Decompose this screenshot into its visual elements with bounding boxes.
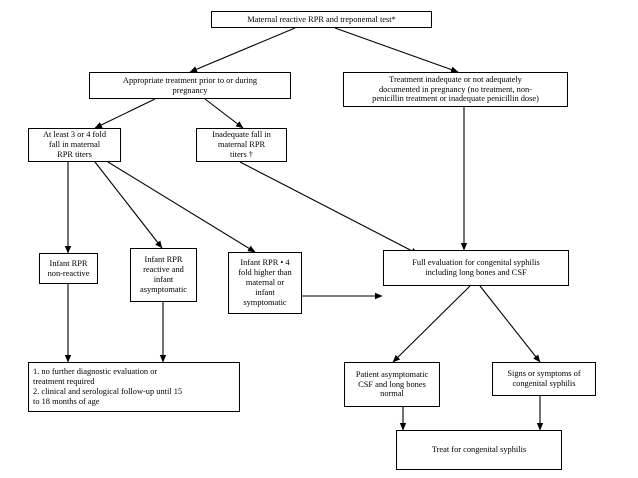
arrow-evaluation-to-signs-symptoms: [479, 285, 541, 363]
full-evaluation-node: Full evaluation for congenital syphilis …: [383, 250, 569, 286]
arrow-test-to-inadequate-treatment: [334, 27, 459, 73]
arrow-test-to-appropriate: [189, 27, 296, 73]
arrow-fold-fall-to-fourfold: [107, 161, 256, 253]
arrow-inadequate-fall-to-evaluation: [239, 161, 419, 255]
fold-fall-node: At least 3 or 4 fold fall in maternal RP…: [28, 128, 121, 162]
infant-reactive-asymptomatic-node: Infant RPR reactive and infant asymptoma…: [130, 248, 197, 302]
patient-asymptomatic-node: Patient asymptomatic CSF and long bones …: [344, 362, 440, 407]
inadequate-treatment-node: Treatment inadequate or not adequately d…: [343, 72, 568, 107]
maternal-test-node: Maternal reactive RPR and treponemal tes…: [211, 11, 432, 28]
arrow-evaluation-to-patient-asymptomatic: [392, 285, 471, 363]
appropriate-treatment-node: Appropriate treatment prior to or during…: [89, 72, 291, 99]
arrow-fold-fall-to-reactive-asymptomatic: [94, 161, 163, 249]
inadequate-fall-node: Inadequate fall in maternal RPR titers †: [196, 128, 287, 162]
infant-fourfold-node: Infant RPR • 4 fold higher than maternal…: [228, 252, 302, 314]
arrow-appropriate-to-fold-fall: [94, 98, 156, 129]
treat-node: Treat for congenital syphilis: [396, 430, 562, 470]
signs-symptoms-node: Signs or symptoms of congenital syphilis: [492, 362, 596, 396]
no-further-evaluation-node: 1. no further diagnostic evaluation or t…: [28, 362, 240, 412]
infant-nonreactive-node: Infant RPR non-reactive: [39, 253, 98, 284]
arrow-appropriate-to-inadequate-fall: [204, 98, 244, 129]
